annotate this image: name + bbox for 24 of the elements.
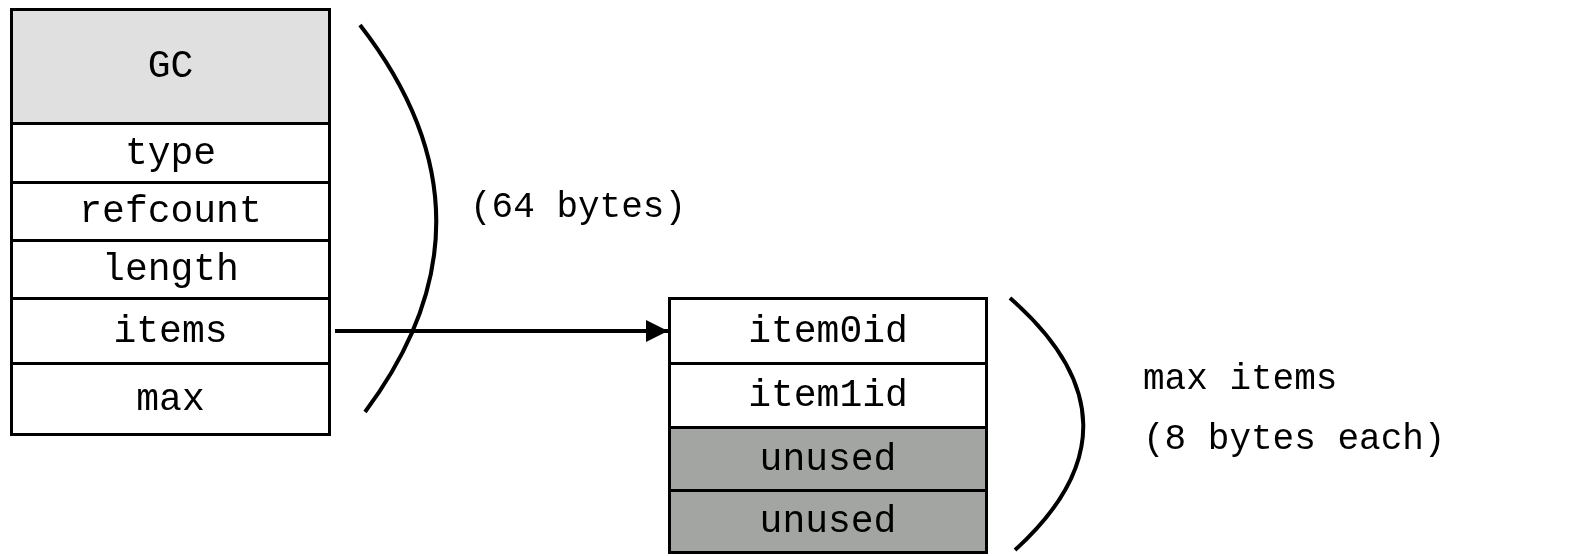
size-note: (64 bytes) <box>470 186 688 230</box>
field-name: length <box>102 248 239 291</box>
field-cell <box>10 181 331 242</box>
field-cell <box>668 362 988 429</box>
field-cell <box>668 426 988 492</box>
field-cell <box>10 239 331 300</box>
header-cell <box>10 8 331 125</box>
field-name: item0id <box>748 309 908 353</box>
size-note: (8 bytes each) <box>1143 418 1447 462</box>
field-cell <box>10 297 331 365</box>
arrow <box>335 320 668 342</box>
field-name: max <box>136 377 205 421</box>
field-cell <box>668 489 988 554</box>
size-note: max items <box>1143 358 1339 402</box>
field-name: items <box>113 309 228 353</box>
field-cell <box>668 297 988 365</box>
field-name: unused <box>759 437 897 481</box>
field-name: refcount <box>79 190 262 233</box>
field-cell <box>10 122 331 184</box>
field-name: unused <box>759 500 897 543</box>
field-name: type <box>124 131 217 175</box>
field-cell <box>10 362 331 436</box>
field-name: item1id <box>748 374 908 417</box>
field-name: GC <box>147 45 194 88</box>
